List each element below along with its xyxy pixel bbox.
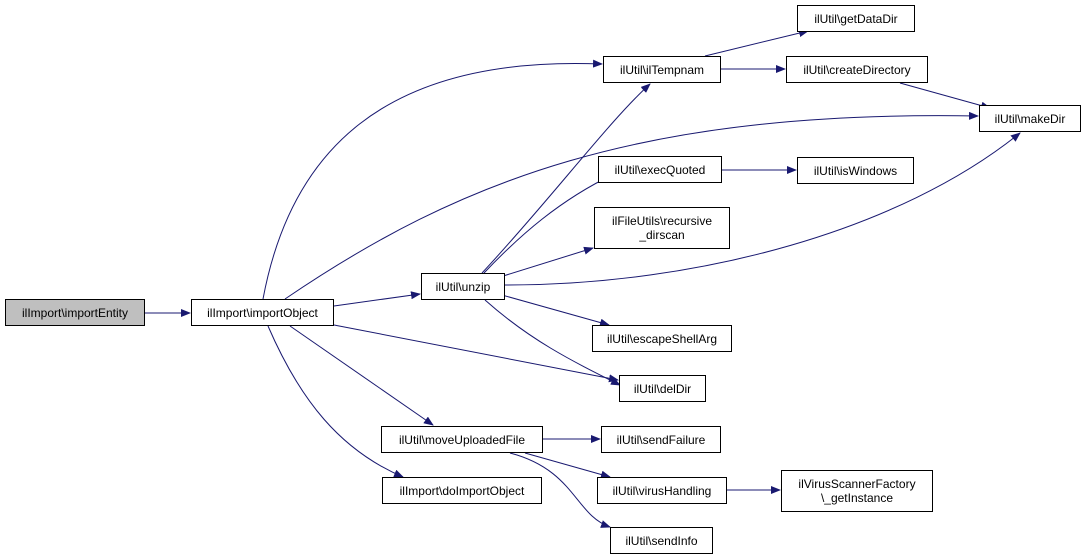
node-exec-quoted[interactable]: ilUtil\execQuoted [598, 156, 722, 183]
node-get-data-dir[interactable]: ilUtil\getDataDir [797, 5, 915, 32]
edge-unzip-to-escapeShellArg [501, 294, 610, 327]
edge-moveUploadedFile-to-virusHandling [524, 452, 611, 479]
edge-ilTempnam-to-getDataDir [704, 29, 809, 57]
node-il-tempnam[interactable]: ilUtil\ilTempnam [603, 56, 721, 83]
node-make-dir[interactable]: ilUtil\makeDir [979, 105, 1081, 132]
node-send-info[interactable]: ilUtil\sendInfo [610, 527, 713, 554]
edge-createDirectory-to-makeDir [899, 82, 991, 110]
edge-unzip-to-delDir [484, 299, 621, 386]
node-recursive-dirscan[interactable]: ilFileUtils\recursive _dirscan [594, 207, 730, 249]
node-get-instance[interactable]: ilVirusScannerFactory \_getInstance [781, 470, 933, 512]
node-import-entity: ilImport\importEntity [5, 299, 145, 326]
edge-importObject-to-ilTempnam [262, 59, 603, 300]
node-do-import-object[interactable]: ilImport\doImportObject [382, 477, 542, 504]
edge-importObject-to-doImportObject [267, 325, 404, 478]
node-is-windows[interactable]: ilUtil\isWindows [797, 157, 914, 184]
node-unzip[interactable]: ilUtil\unzip [421, 273, 505, 300]
edge-importObject-to-makeDir [284, 111, 979, 300]
edge-unzip-to-ilTempnam [481, 83, 651, 274]
node-escape-shell-arg[interactable]: ilUtil\escapeShellArg [592, 325, 732, 352]
edge-moveUploadedFile-to-sendInfo [509, 452, 611, 528]
edge-unzip-to-execQuoted [483, 173, 615, 274]
edge-importObject-to-moveUploadedFile [289, 325, 434, 426]
node-import-object[interactable]: ilImport\importObject [191, 299, 334, 326]
node-del-dir[interactable]: ilUtil\delDir [619, 375, 706, 402]
edge-unzip-to-recursive_dirscan [499, 246, 594, 278]
edge-importObject-to-unzip [333, 291, 421, 307]
node-virus-handling[interactable]: ilUtil\virusHandling [597, 477, 727, 504]
node-move-uploaded-file[interactable]: ilUtil\moveUploadedFile [381, 426, 543, 453]
edge-unzip-to-makeDir [504, 132, 1021, 286]
node-send-failure[interactable]: ilUtil\sendFailure [601, 426, 721, 453]
edge-importObject-to-delDir [333, 324, 619, 383]
node-create-directory[interactable]: ilUtil\createDirectory [786, 56, 928, 83]
